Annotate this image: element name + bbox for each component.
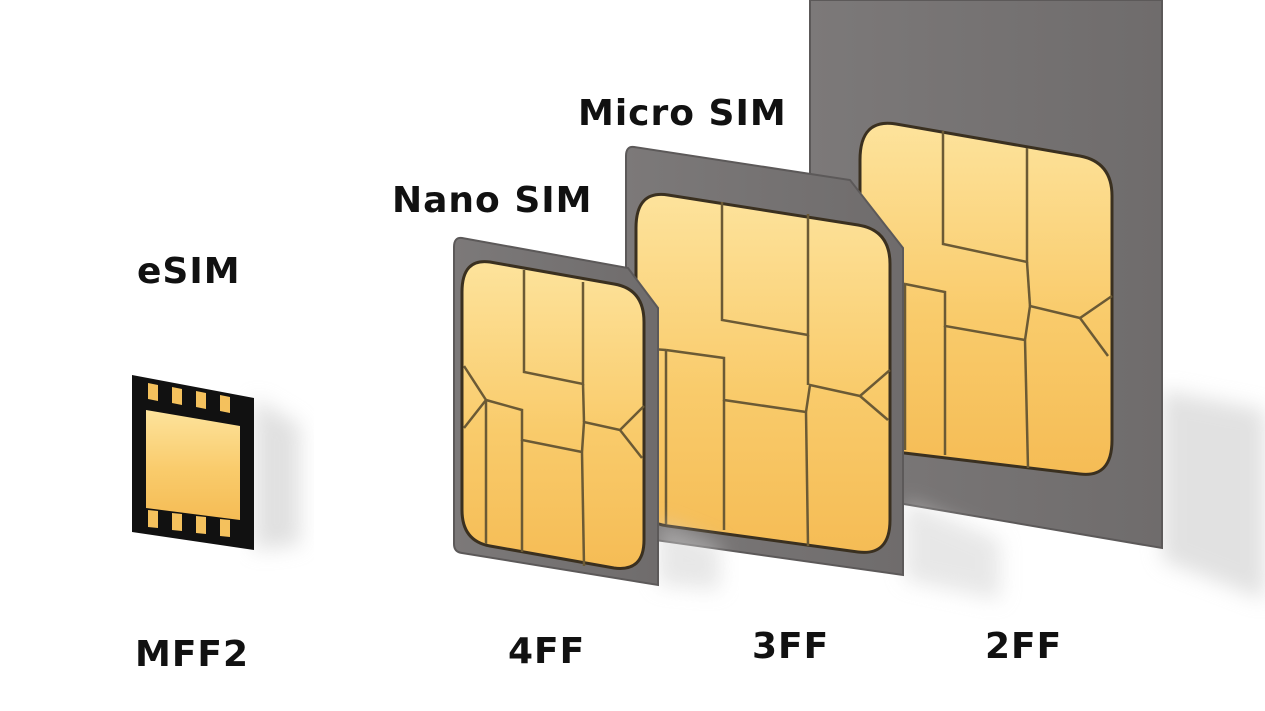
esim-chip (132, 375, 300, 550)
micro-sim-name-label: Micro SIM (578, 93, 787, 134)
nano-sim-chip (460, 260, 646, 570)
mini-sim-card (809, 0, 1265, 600)
mini-sim-chip (858, 121, 1114, 476)
nano-sim-shadow (658, 520, 720, 590)
micro-sim-card (625, 145, 1000, 600)
micro-sim-shadow (905, 500, 1000, 600)
esim-bottom-pins (148, 510, 230, 537)
3ff-code-label: 3FF (752, 626, 830, 667)
mff2-code-label: MFF2 (135, 634, 250, 675)
esim-top-pins (148, 383, 230, 413)
esim-gold-pad (146, 410, 240, 520)
mini-sim-shadow (1162, 390, 1265, 600)
micro-sim-chip (634, 192, 892, 554)
2ff-code-label: 2FF (985, 626, 1063, 667)
nano-sim-card (453, 236, 720, 590)
4ff-code-label: 4FF (508, 631, 586, 672)
esim-name-label: eSIM (137, 251, 241, 292)
esim-shadow (254, 398, 300, 550)
nano-sim-name-label: Nano SIM (392, 180, 593, 221)
